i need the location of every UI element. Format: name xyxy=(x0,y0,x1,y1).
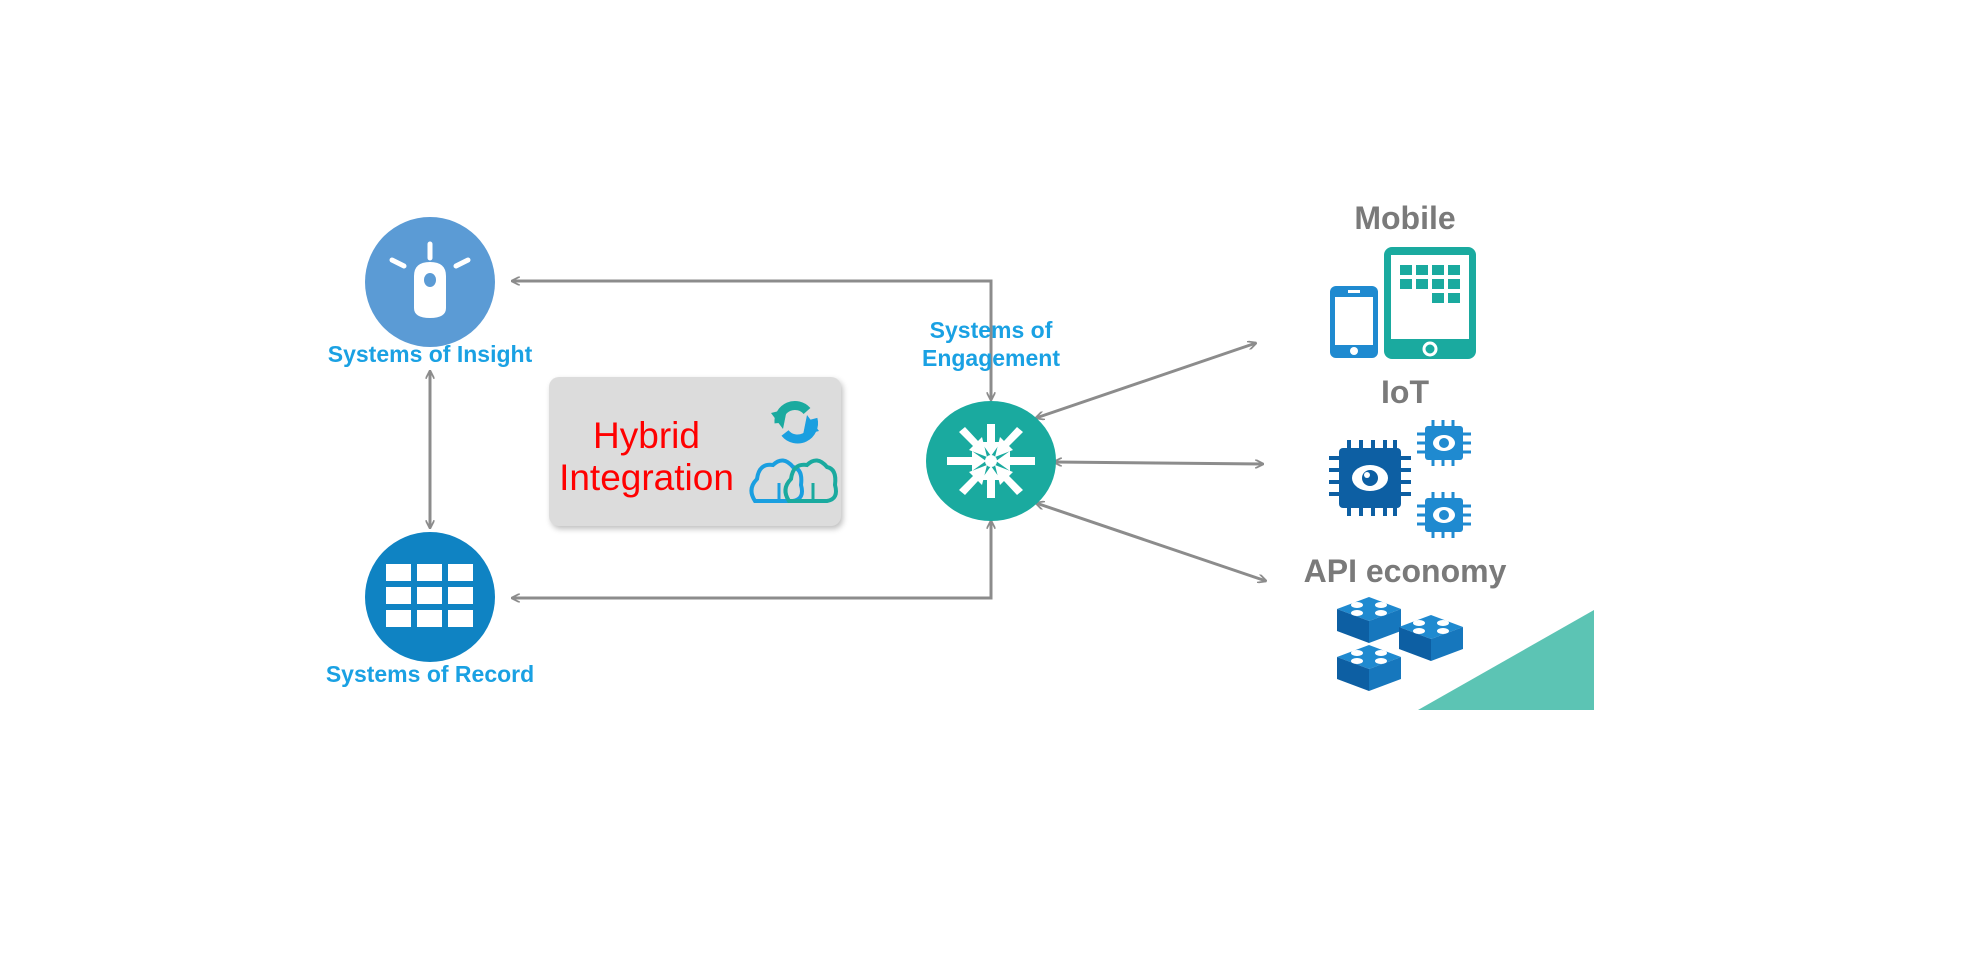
building-blocks-icon xyxy=(1337,597,1463,691)
hybrid-line-1: Hybrid xyxy=(593,415,700,456)
engagement-label-line1: Systems of xyxy=(929,317,1053,343)
corner-triangle xyxy=(1418,610,1594,710)
arrow-engagement-mobile xyxy=(1036,343,1256,418)
record-label: Systems of Record xyxy=(325,661,535,687)
block-bottom-left xyxy=(1337,645,1401,691)
block-right xyxy=(1399,615,1463,661)
arrow-engagement-iot xyxy=(1054,462,1263,464)
iot-label: IoT xyxy=(1381,374,1429,410)
arrow-engagement-api xyxy=(1036,503,1266,581)
hybrid-integration-title: Hybrid Integration xyxy=(549,415,744,499)
hybrid-integration-panel: Hybrid Integration xyxy=(549,377,841,526)
insight-label: Systems of Insight xyxy=(327,341,533,367)
sync-cloud-icon xyxy=(749,401,838,503)
arrow-engagement-to-insight xyxy=(512,281,991,400)
engagement-label-line2: Engagement xyxy=(921,345,1061,371)
lightbulb-icon xyxy=(365,217,495,347)
block-top-left xyxy=(1337,597,1401,643)
engagement-label: Systems of Engagement xyxy=(886,316,1096,372)
mobile-devices-icon xyxy=(1330,247,1476,359)
chip-sensor-icon xyxy=(1329,420,1471,538)
grid-table-icon xyxy=(365,532,495,662)
converging-arrows-icon xyxy=(926,401,1056,521)
arrow-engagement-to-record xyxy=(512,521,991,598)
mobile-label: Mobile xyxy=(1354,200,1456,236)
hybrid-line-2: Integration xyxy=(559,457,734,498)
api-label: API economy xyxy=(1303,553,1507,589)
